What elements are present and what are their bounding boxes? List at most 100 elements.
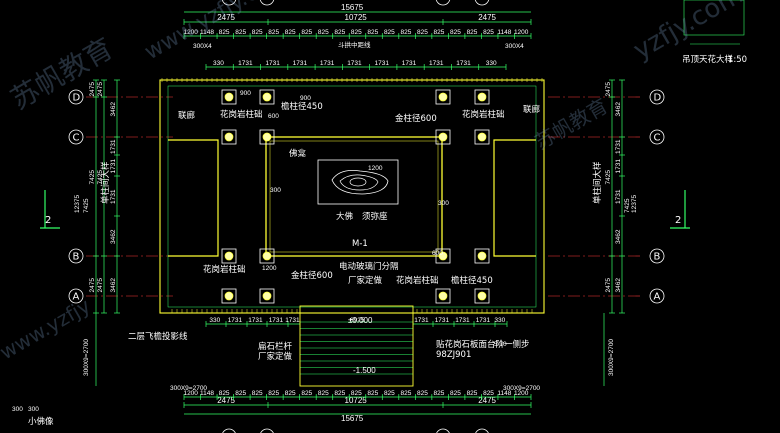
watermark-4: www.yzfjy [0, 293, 95, 364]
column-base [221, 129, 237, 145]
right-bay-label-5: 3462 [615, 278, 622, 293]
top-bay-label-4: 1731 [320, 60, 335, 67]
watermark-3: yzfjy.com [629, 0, 749, 66]
top-row-label-16: 825 [450, 29, 461, 36]
top-bracket-left: 300X4 [193, 43, 212, 50]
bottom-row-label-8: 825 [318, 390, 329, 397]
column-base [221, 288, 237, 304]
inner-dim-3: 1200 [262, 265, 277, 272]
bottom-mid-label-2: 2475 [478, 396, 496, 405]
top-mid-label-1: 10725 [345, 13, 368, 22]
bottom-row-label-6: 825 [285, 390, 296, 397]
right-bay-label-0: 3462 [615, 102, 622, 117]
bottom-row-label-5: 825 [268, 390, 279, 397]
right-bay-label-2: 1731 [615, 159, 622, 174]
bottom-row-label-18: 825 [483, 390, 494, 397]
left-bay-label-0: 3462 [110, 102, 117, 117]
right-overall-dim: 12375 [631, 195, 638, 213]
bottom-bay-left-label-1: 1731 [228, 317, 243, 324]
inner-dim-7: 600 [432, 250, 443, 257]
top-row-label-9: 825 [334, 29, 345, 36]
bottom-bay-left-label-4: 1731 [285, 317, 300, 324]
grid-label-right-B: B [654, 252, 661, 263]
left-stair-dim: 300X9=2700 [83, 339, 90, 376]
bottom-stair-left: 300X9=2700 [170, 385, 207, 392]
bottom-mid-label-1: 10725 [345, 396, 368, 405]
left-overall-dim: 12375 [74, 195, 81, 213]
grid-bubble-right-C [649, 129, 665, 145]
top-bay-label-3: 1731 [293, 60, 308, 67]
grid-label-left-A: A [73, 292, 80, 303]
inner-dim-2: 300 [270, 187, 281, 194]
top-bay-label-10: 330 [486, 60, 497, 67]
bottom-row-label-10: 825 [351, 390, 362, 397]
top-bay-label-9: 1731 [456, 60, 471, 67]
bottom-row-label-15: 825 [434, 390, 445, 397]
inner-hall-inner [269, 140, 439, 253]
right-mid-label-2: 2475 [605, 278, 612, 293]
top-bay-label-1: 1731 [238, 60, 253, 67]
right-middle-dim: 7425 [624, 198, 631, 213]
column-base [474, 248, 490, 264]
column-base [435, 248, 451, 264]
left-mid-label-1: 7425 [97, 170, 104, 185]
bottom-row-label-2: 825 [219, 390, 230, 397]
right-bay-label-4: 3462 [615, 229, 622, 244]
top-bay-label-7: 1731 [402, 60, 417, 67]
grid-bubble-right-B [649, 248, 665, 264]
grid-label-left-C: C [73, 133, 80, 144]
column-base [474, 288, 490, 304]
column-base [474, 89, 490, 105]
column-base [435, 288, 451, 304]
column-icon [477, 92, 487, 102]
watermark-0: 苏帆教育 [5, 31, 119, 116]
top-row-label-5: 825 [268, 29, 279, 36]
bottom-row-label-13: 825 [400, 390, 411, 397]
column-icon [224, 132, 234, 142]
column-icon [262, 291, 272, 301]
column-icon [438, 251, 448, 261]
left-mid-label-0: 2475 [97, 82, 104, 97]
bottom-row-label-20: 1200 [514, 390, 529, 397]
bottom-center-dim: 6925 [350, 317, 365, 324]
column-base [435, 89, 451, 105]
top-row-label-4: 825 [252, 29, 263, 36]
column-icon [224, 251, 234, 261]
grid-bubble-bottom-1 [260, 428, 274, 433]
top-bay-label-6: 1731 [374, 60, 389, 67]
right-bay-label-1: 1731 [615, 139, 622, 154]
top-row-label-15: 825 [434, 29, 445, 36]
bottom-bay-left-label-0: 330 [209, 317, 220, 324]
top-row-label-10: 825 [351, 29, 362, 36]
left-bay-label-4: 3462 [110, 229, 117, 244]
top-row-label-12: 825 [384, 29, 395, 36]
bottom-row-label-4: 825 [252, 390, 263, 397]
bottom-row-label-1: 1148 [200, 390, 214, 397]
bottom-row-label-7: 825 [301, 390, 312, 397]
buddha-base [317, 159, 399, 205]
grid-bubble-top-1 [259, 0, 275, 6]
grid-bubble-left-B [68, 248, 84, 264]
top-bay-label-0: 330 [213, 60, 224, 67]
bottom-bay-left-label-2: 1731 [248, 317, 263, 324]
top-row-label-2: 825 [219, 29, 230, 36]
column-base [221, 89, 237, 105]
column-icon [262, 251, 272, 261]
top-row-label-18: 825 [483, 29, 494, 36]
bottom-row-label-19: 1148 [497, 390, 511, 397]
bottom-bay-right-label-1: 1731 [435, 317, 450, 324]
grid-bubble-top-3 [474, 0, 490, 6]
top-row-label-8: 825 [318, 29, 329, 36]
bottom-row-label-9: 825 [334, 390, 345, 397]
column-icon [438, 92, 448, 102]
grid-bubble-left-A [68, 288, 84, 304]
inner-dim-4: 900 [300, 95, 311, 102]
top-row-label-7: 825 [301, 29, 312, 36]
front-stair [299, 305, 414, 387]
bottom-bay-right-label-2: 1731 [455, 317, 470, 324]
top-row-label-6: 825 [285, 29, 296, 36]
column-base [435, 129, 451, 145]
